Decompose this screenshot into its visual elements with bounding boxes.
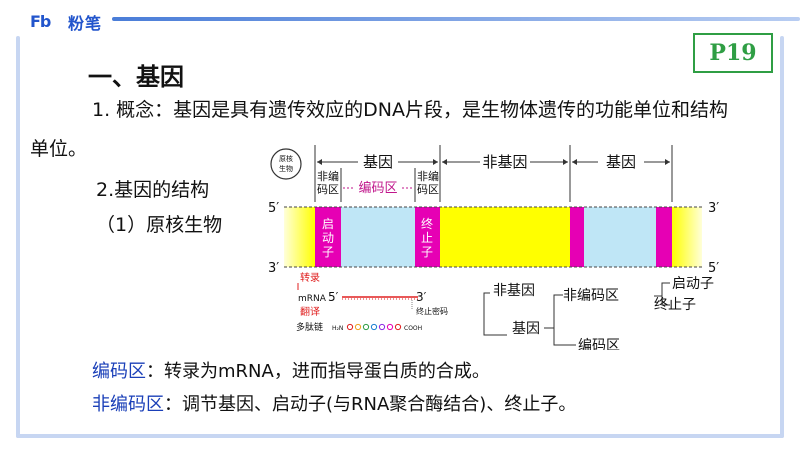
section-title: 一、基因 (88, 63, 184, 91)
promoter-char-2: 动 (322, 231, 334, 245)
amino-acid (370, 323, 378, 331)
top-divider (112, 17, 800, 21)
coding-region-term: 编码区 (92, 361, 146, 382)
tree-nongene: 非基因 (493, 282, 535, 299)
organism-badge-circle (270, 148, 302, 180)
label-gene-2: 基因 (606, 153, 636, 171)
noncoding-region-term: 非编码区 (92, 394, 164, 415)
dna-downstream-fade (672, 207, 702, 267)
tree-root-bracket (483, 292, 507, 336)
amino-acid (354, 323, 362, 331)
tree-gene-bracket (553, 294, 576, 346)
page-number-badge: P19 (693, 33, 773, 73)
dna-double-strand (284, 206, 702, 268)
strand-bottom-right-end: 5′ (708, 261, 719, 276)
c-terminal-label: COOH (404, 325, 422, 332)
n-terminal-label: H₂N (332, 325, 343, 332)
brand-mark-icon: Fb (30, 12, 51, 31)
transcription-label: 转录 (300, 271, 320, 284)
amino-acid-chain (346, 323, 402, 331)
label-nongene: 非基因 (482, 153, 527, 171)
noncoding-left-line2: 码区 (317, 183, 339, 196)
coding-region-definition: 编码区：转录为mRNA，进而指导蛋白质的合成。 (92, 357, 490, 383)
stop-codon-label: 终止密码 (416, 306, 448, 316)
amino-acid (386, 323, 394, 331)
prokaryote-heading: （1）原核生物 (96, 214, 223, 236)
organism-badge: 原核 生物 (270, 148, 302, 180)
left-frame (16, 36, 20, 438)
label-gene-1: 基因 (363, 153, 393, 171)
strand-top-left-end: 5′ (268, 201, 279, 216)
organism-badge-line2: 生物 (279, 164, 293, 173)
dna-upstream-fade (284, 207, 315, 267)
noncoding-right-line1: 非编 (417, 169, 439, 183)
noncoding-left-line1: 非编 (317, 169, 339, 183)
structure-heading: 2.基因的结构 (96, 179, 210, 201)
expression-sketch: 转录 mRNA 5′ 3′ 终止密码 翻译 多肽链 H₂N COOH (296, 271, 448, 333)
gene2-coding-block (584, 207, 656, 267)
tree-noncoding-bracket (661, 282, 670, 306)
gene2-promoter-block (570, 207, 584, 267)
tree-noncoding: 非编码区 (563, 288, 619, 304)
noncoding-right-line2: 码区 (417, 183, 439, 196)
terminator-char-1: 终 (421, 216, 433, 231)
concept-line-1: 1. 概念：基因是具有遗传效应的DNA片段，是生物体遗传的功能单位和结构 (92, 99, 729, 121)
tree-promoter: 启动子 (672, 276, 714, 292)
amino-acid (394, 323, 402, 331)
coding-region-text: ：转录为mRNA，进而指导蛋白质的合成。 (146, 361, 490, 382)
right-frame (780, 36, 784, 438)
classification-tree: 非基因 基因 非编码区 编码区 启动子 终止子 (483, 276, 714, 350)
arrowheads (317, 159, 670, 165)
bottom-frame (16, 434, 784, 438)
amino-acid (346, 323, 354, 331)
concept-line-2: 单位。 (30, 138, 88, 160)
translation-label: 翻译 (300, 306, 320, 318)
mrna-5-end: 5′ (328, 290, 339, 304)
coding-region-label: 编码区 (358, 181, 397, 196)
noncoding-region-definition: 非编码区：调节基因、启动子(与RNA聚合酶结合)、终止子。 (92, 390, 576, 416)
gene2-terminator-block (656, 207, 672, 267)
amino-acid (362, 323, 370, 331)
nongene-block (440, 207, 570, 267)
terminator-block (415, 207, 440, 267)
mrna-3-end: 3′ (416, 290, 427, 304)
terminator-char-2: 止 (421, 231, 433, 245)
tree-gene: 基因 (512, 320, 540, 337)
terminator-char-3: 子 (421, 245, 433, 259)
mrna-label: mRNA (298, 294, 327, 304)
strand-top-right-end: 3′ (708, 201, 719, 216)
promoter-char-3: 子 (322, 245, 334, 259)
strand-bottom-left-end: 3′ (268, 261, 279, 276)
tree-coding: 编码区 (578, 338, 620, 350)
promoter-block (315, 207, 341, 267)
brand-name: 粉笔 (68, 14, 103, 33)
tree-terminator: 终止子 (654, 297, 696, 313)
gene-structure-diagram: 原核 生物 基因 非基因 基因 非编 码区 编码区 非编 码区 (268, 145, 719, 350)
polypeptide-label: 多肽链 (296, 321, 323, 333)
brand-logo: Fb 粉笔 (30, 10, 102, 34)
organism-badge-line1: 原核 (279, 154, 293, 163)
coding-block-1 (341, 207, 415, 267)
promoter-char-1: 启 (322, 217, 334, 231)
amino-acid (378, 323, 386, 331)
noncoding-region-text: ：调节基因、启动子(与RNA聚合酶结合)、终止子。 (164, 394, 577, 415)
